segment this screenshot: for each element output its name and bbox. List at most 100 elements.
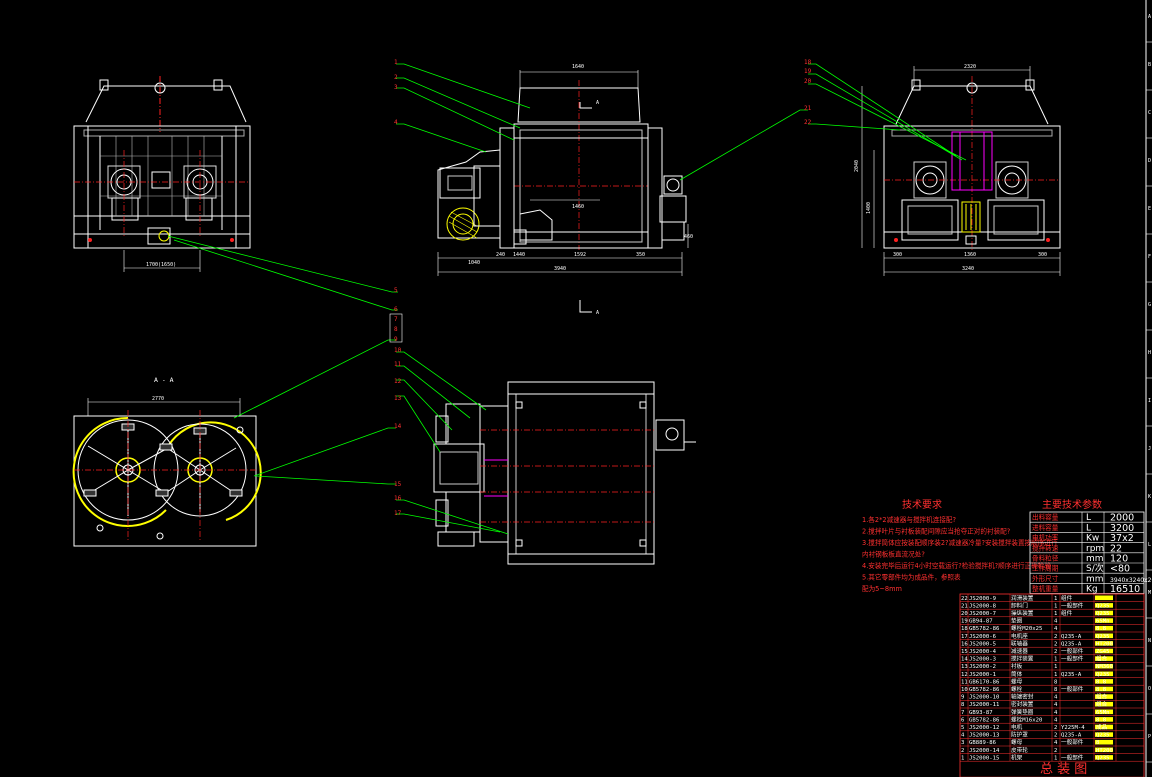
bom-qty: 4 xyxy=(1054,710,1058,716)
bom-name: 减速器 xyxy=(1011,647,1028,655)
dim-front-left: 1040 xyxy=(468,260,480,266)
bom-no: 15 xyxy=(961,649,968,655)
bom-no: 1 xyxy=(961,755,964,761)
bom-name: 螺母 xyxy=(1011,677,1023,685)
param-value: 120 xyxy=(1110,554,1128,565)
dim-right-b2: 1360 xyxy=(964,252,976,258)
callout-number: 4 xyxy=(394,119,398,126)
bom-material: 一般部件 xyxy=(1061,753,1084,761)
tech-req-item: 内衬钢板板直流况处? xyxy=(862,550,925,559)
bom-name: 润滑装置 xyxy=(1011,594,1034,602)
frame-letter: G xyxy=(1148,302,1151,308)
bom-qty: 1 xyxy=(1054,755,1057,761)
bom-no: 8 xyxy=(961,702,965,708)
param-unit: Kw xyxy=(1086,534,1099,544)
bom-code: JS2000-10 xyxy=(969,695,999,701)
bom-highlight xyxy=(1095,671,1113,677)
param-value: <80 xyxy=(1110,564,1130,575)
param-label: 骨料粒径 xyxy=(1032,554,1059,563)
bom-name: 电机座 xyxy=(1011,632,1028,640)
bom-spec: 8.8 xyxy=(1096,679,1107,685)
frame-letter: N xyxy=(1148,638,1151,644)
bom-code: JS2000-15 xyxy=(969,755,999,761)
frame-letter: D xyxy=(1148,158,1151,164)
top-view xyxy=(433,381,696,565)
bom-material: Q235-A xyxy=(1061,641,1082,647)
bom-no: 20 xyxy=(961,611,968,617)
bom-no: 16 xyxy=(961,641,968,647)
bom-material: 一般部件 xyxy=(1061,738,1084,746)
bom-qty: 8 xyxy=(1054,679,1058,685)
section-label: A - A xyxy=(154,376,174,384)
bom-highlight xyxy=(1095,679,1113,684)
bom-name: 弹簧垫圈 xyxy=(1011,708,1034,716)
bom-spec: 组合 xyxy=(1096,655,1108,663)
bom-spec: 成品 xyxy=(1096,723,1108,731)
bom-no: 11 xyxy=(961,679,968,685)
param-value: 22 xyxy=(1110,543,1122,554)
param-label: 工作周期 xyxy=(1032,564,1059,573)
dim-front-b2: 1592 xyxy=(574,252,586,258)
bom-no: 9 xyxy=(961,695,964,701)
dim-right-height2: 1400 xyxy=(866,202,872,214)
bom-name: 操纵装置 xyxy=(1011,609,1034,617)
frame-letter: K xyxy=(1148,494,1151,500)
dim-front-total: 3940 xyxy=(554,266,566,272)
dim-right-top: 2320 xyxy=(964,64,976,70)
bom-spec: Q235 xyxy=(1096,634,1109,640)
callout-number: 15 xyxy=(394,481,402,488)
bom-spec: Q235 xyxy=(1096,603,1109,609)
tech-req-item: 1.各2*2减速器与搅拌机连接配? xyxy=(862,515,957,524)
params-title: 主要技术参数 xyxy=(1042,498,1102,511)
bom-spec: 8.8 xyxy=(1096,687,1107,693)
bom-material: 一般部件 xyxy=(1061,655,1084,663)
dim-front-mid: 1460 xyxy=(572,204,584,210)
frame-letter: L xyxy=(1148,542,1151,548)
bom-no: 14 xyxy=(961,657,968,663)
callout-number: 14 xyxy=(394,423,402,430)
param-value: 3200 xyxy=(1110,523,1134,534)
bom-no: 10 xyxy=(961,687,968,693)
bom-highlight xyxy=(1095,717,1113,722)
bom-highlight xyxy=(1095,641,1113,646)
param-unit: L xyxy=(1086,513,1091,523)
bom-spec: NM360 xyxy=(1096,664,1113,670)
callout-number: 18 xyxy=(804,59,812,66)
bom-spec: HT200 xyxy=(1096,748,1113,754)
tech-req-title: 技术要求 xyxy=(902,498,942,511)
front-view xyxy=(437,70,689,313)
bom-no: 6 xyxy=(961,717,964,723)
bom-name: 轴端密封 xyxy=(1011,693,1034,701)
dim-section-width: 2770 xyxy=(152,396,164,402)
bom-code: JS2000-14 xyxy=(969,748,1000,754)
bom-name: 衬板 xyxy=(1011,662,1023,670)
bom-name: 螺母 xyxy=(1011,738,1023,746)
bom-name: 机架 xyxy=(1011,753,1023,761)
bom-no: 2 xyxy=(961,748,964,754)
bom-no: 22 xyxy=(961,596,968,602)
bom-qty: 1 xyxy=(1054,603,1057,609)
bom-highlight xyxy=(1095,595,1113,601)
callout-number: 10 xyxy=(394,347,402,354)
tech-req-item: 3.搅拌筒体应按装配顺序装2?减速器冷量?安装搅拌装置按顺序进行 xyxy=(862,538,1058,547)
section-a-a-view xyxy=(72,398,262,547)
bom-name: 卸料门 xyxy=(1011,601,1028,609)
bom-spec: 8 xyxy=(1096,740,1100,746)
frame-letter: O xyxy=(1148,686,1151,692)
tech-req-item: 4.安装完毕后运行4小时空载运行?检验搅拌机?顺序进行正确检验 xyxy=(862,561,1051,570)
param-unit: rpm xyxy=(1086,544,1104,554)
frame-letter: M xyxy=(1148,590,1151,596)
bom-code: JS2000-6 xyxy=(969,634,996,640)
bom-name: 筒体 xyxy=(1011,670,1023,678)
bom-qty: 4 xyxy=(1054,717,1058,723)
bom-material: 组件 xyxy=(1061,609,1073,617)
bom-name: 搅拌装置 xyxy=(1011,655,1034,663)
callout-number: 13 xyxy=(394,395,402,402)
bom-highlight xyxy=(1095,747,1113,753)
section-mark-top: A xyxy=(596,100,599,106)
bom-name: 皮带轮 xyxy=(1011,746,1028,754)
bom-qty: 1 xyxy=(1054,596,1057,602)
bom-material: Q235-A xyxy=(1061,672,1082,678)
tech-req-item: 5.其它零部件均为成品件，参照表 xyxy=(862,573,961,582)
